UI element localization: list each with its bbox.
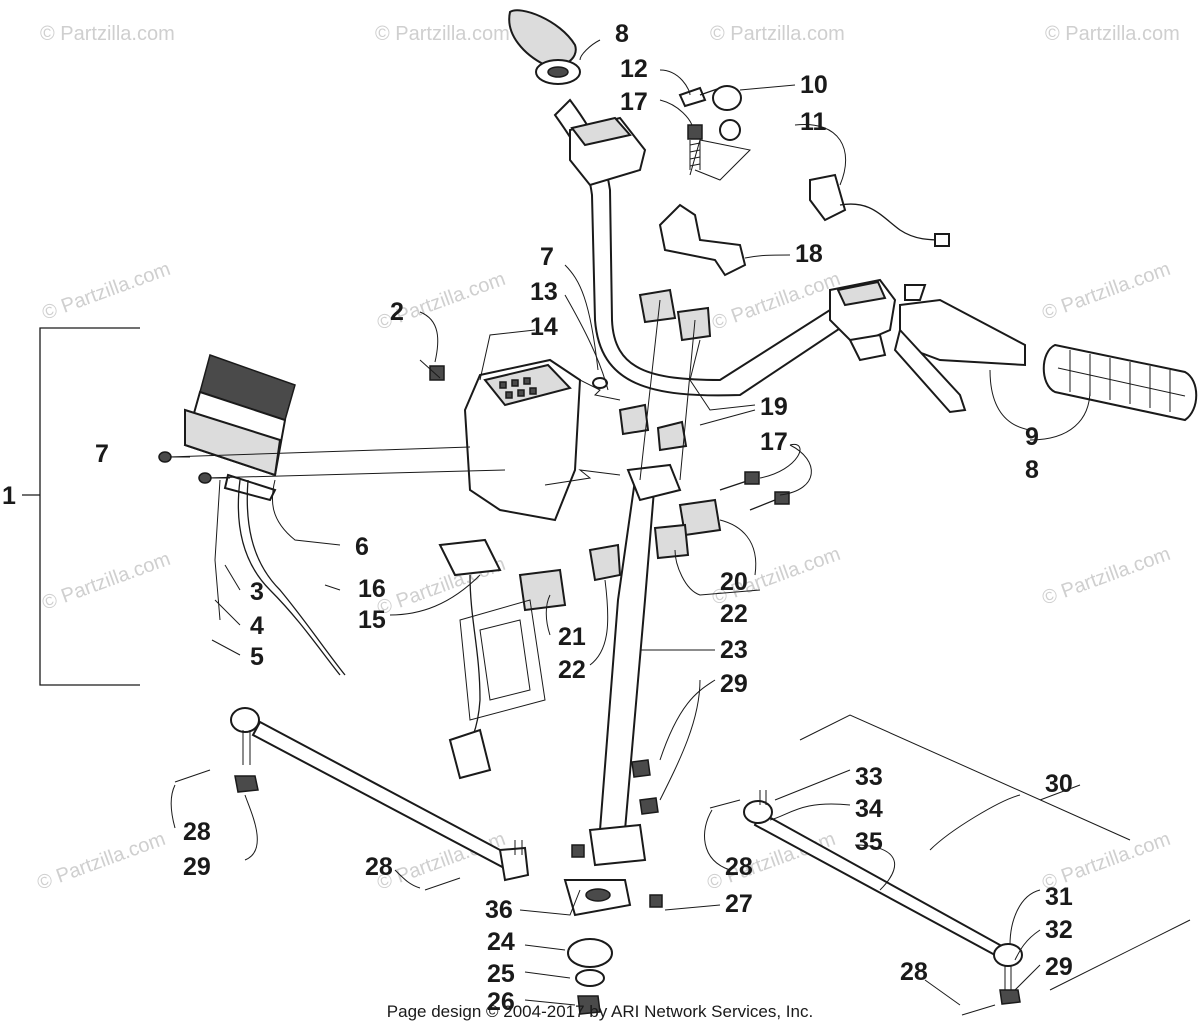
mount-bracket (658, 203, 747, 277)
callout-35: 35 (855, 828, 883, 856)
callout-13: 13 (530, 278, 558, 306)
callout-30: 30 (1045, 770, 1073, 798)
callout-32: 32 (1045, 916, 1073, 944)
callout-28: 28 (365, 853, 393, 881)
left-grip[interactable] (508, 9, 581, 85)
callout-7: 7 (95, 440, 109, 468)
watermark: © Partzilla.com (375, 23, 510, 45)
callout-31: 31 (1045, 883, 1073, 911)
item-1-bracket (22, 327, 140, 686)
ignition-switch (809, 173, 950, 247)
callout-12: 12 (620, 55, 648, 83)
callout-labels: 1 2 3 4 5 6 7 7 8 8 9 10 11 12 13 14 15 … (2, 20, 1073, 1016)
right-tie-rod[interactable] (743, 790, 1023, 990)
watermark: © Partzilla.com (39, 258, 173, 325)
callout-9: 9 (1025, 423, 1039, 451)
callout-25: 25 (487, 960, 515, 988)
callout-28: 28 (183, 818, 211, 846)
watermark: © Partzilla.com (1039, 543, 1173, 610)
lower-clamps (518, 498, 722, 612)
left-switch-housing[interactable] (569, 116, 647, 187)
watermark: © Partzilla.com (1039, 258, 1173, 325)
leader-lines (167, 139, 752, 486)
callout-19: 19 (760, 393, 788, 421)
castle-nuts (234, 759, 1021, 1005)
callout-20: 20 (720, 568, 748, 596)
callout-34: 34 (855, 795, 883, 823)
callout-3: 3 (250, 578, 264, 606)
cotter-pins (174, 769, 996, 1016)
dash-mount (459, 599, 546, 721)
callout-14: 14 (530, 313, 558, 341)
clamp-bolts (719, 471, 790, 511)
callout-5: 5 (250, 643, 264, 671)
callout-8: 8 (615, 20, 629, 48)
steering-post[interactable] (588, 463, 682, 867)
small-bolt (158, 359, 608, 484)
steering-bearing (563, 844, 663, 1015)
watermark: © Partzilla.com (34, 828, 168, 895)
callout-17: 17 (760, 428, 788, 456)
left-tie-rod[interactable] (230, 707, 530, 882)
right-grip[interactable] (1042, 343, 1198, 422)
callout-28: 28 (725, 853, 753, 881)
callout-2: 2 (390, 298, 404, 326)
callout-26: 26 (487, 988, 515, 1016)
callout-23: 23 (720, 636, 748, 664)
callout-22: 22 (720, 600, 748, 628)
callout-11: 11 (800, 108, 827, 136)
callout-4: 4 (250, 612, 264, 640)
watermark: © Partzilla.com (1045, 23, 1180, 45)
wiring-harness (438, 538, 502, 780)
bolt (687, 124, 703, 170)
callout-29: 29 (1045, 953, 1073, 981)
callout-29: 29 (183, 853, 211, 881)
callout-36: 36 (485, 896, 513, 924)
callout-18: 18 (795, 240, 823, 268)
callout-7: 7 (540, 243, 554, 271)
callout-28: 28 (900, 958, 928, 986)
page-footer: Page design © 2004-2017 by ARI Network S… (386, 1002, 814, 1021)
callout-27: 27 (725, 890, 753, 918)
callout-6: 6 (355, 533, 369, 561)
switch-cap (712, 85, 742, 141)
callout-1: 1 (2, 482, 16, 510)
callout-33: 33 (855, 763, 883, 791)
watermark: © Partzilla.com (40, 23, 175, 45)
callout-21: 21 (558, 623, 586, 651)
watermark: © Partzilla.com (39, 548, 173, 615)
right-brake-assembly[interactable] (829, 278, 1026, 414)
callout-17: 17 (620, 88, 648, 116)
callout-16: 16 (358, 575, 386, 603)
callout-leaders (170, 39, 1091, 1006)
watermark: © Partzilla.com (710, 23, 845, 45)
callout-22: 22 (558, 656, 586, 684)
upper-clamps (618, 288, 712, 452)
callout-8: 8 (1025, 456, 1039, 484)
callout-10: 10 (800, 71, 828, 99)
tie-rod-group-frame (799, 714, 1191, 991)
callout-15: 15 (358, 606, 386, 634)
speedometer-cable (214, 479, 346, 676)
dash-housing[interactable] (463, 358, 582, 522)
callout-29: 29 (720, 670, 748, 698)
callout-24: 24 (487, 928, 515, 956)
